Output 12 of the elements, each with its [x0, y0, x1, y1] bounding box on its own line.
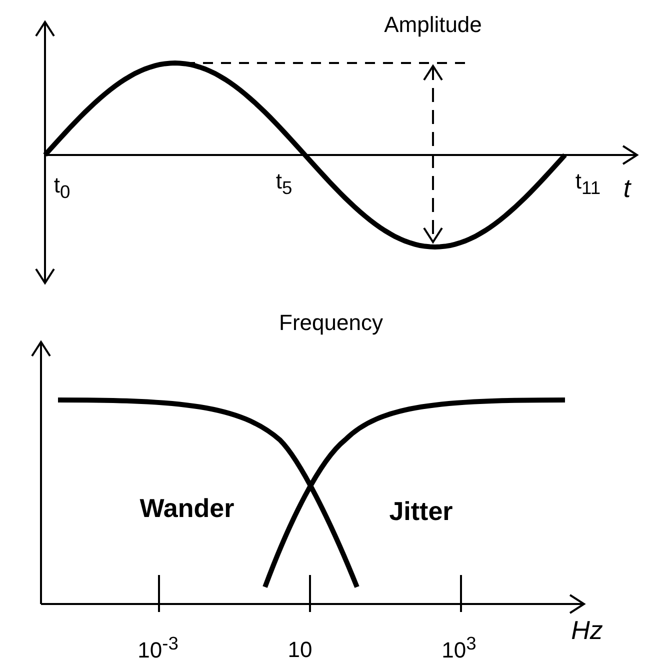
- region-label: Wander: [140, 495, 234, 521]
- time-label: t$_{5}$: [276, 170, 292, 198]
- tick-label: 10$^{3}$: [442, 634, 476, 662]
- axis-title: Frequency: [279, 312, 383, 334]
- time-label: t$_{11}$: [575, 170, 601, 198]
- region-label: Jitter: [389, 498, 453, 524]
- axis-unit: Hz: [571, 617, 603, 643]
- axis-title: Amplitude: [384, 14, 482, 36]
- tick-label: 10$^{-3}$: [138, 634, 178, 662]
- axis-unit: t: [623, 175, 631, 201]
- tick-label: 10: [288, 639, 312, 661]
- time-label: t$_{0}$: [54, 174, 70, 202]
